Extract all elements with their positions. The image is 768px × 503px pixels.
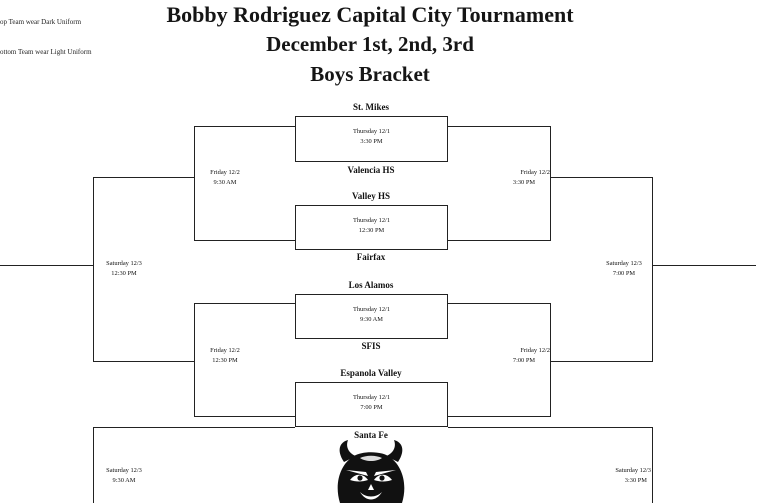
bracket-line xyxy=(93,427,95,503)
left-label-4-time: 9:30 AM xyxy=(112,477,136,484)
game-3-time: 9:30 AM xyxy=(360,316,383,323)
bracket-line xyxy=(194,303,295,305)
bracket-line xyxy=(448,427,653,429)
right-label-4: Saturday 12/3 3:30 PM xyxy=(597,466,651,486)
bracket-line xyxy=(652,427,654,503)
team-st-mikes: St. Mikes xyxy=(353,102,389,112)
bracket-line xyxy=(448,240,551,242)
bracket-line xyxy=(652,265,756,267)
right-label-3-time: 7:00 PM xyxy=(612,270,636,277)
bracket-line xyxy=(448,303,551,305)
bracket-line xyxy=(448,416,551,418)
bracket-line xyxy=(194,240,295,242)
game-4-day: Thursday 12/1 xyxy=(352,394,391,401)
bracket-line xyxy=(93,177,194,179)
team-valley-hs: Valley HS xyxy=(352,191,390,201)
team-sfis: SFIS xyxy=(361,341,381,351)
bracket-line xyxy=(0,265,93,267)
right-label-2-day: Friday 12/2 xyxy=(520,347,550,354)
right-label-3-day: Saturday 12/3 xyxy=(606,260,642,267)
bracket-title: Boys Bracket xyxy=(310,62,430,86)
bracket-line xyxy=(93,361,194,363)
bracket-line xyxy=(194,126,295,128)
bracket-line xyxy=(550,303,552,417)
left-label-2: Friday 12/2 12:30 PM xyxy=(200,346,250,366)
game-1-day: Thursday 12/1 xyxy=(352,128,391,135)
left-label-1-day: Friday 12/2 xyxy=(210,169,240,176)
left-label-2-day: Friday 12/2 xyxy=(210,347,240,354)
game-2-day: Thursday 12/1 xyxy=(352,217,391,224)
tournament-title: Bobby Rodriguez Capital City Tournament xyxy=(166,2,574,27)
bracket-line xyxy=(194,416,295,418)
team-valencia-hs: Valencia HS xyxy=(347,165,395,175)
bracket-line xyxy=(93,177,95,362)
bracket-line xyxy=(550,361,653,363)
game-4-time: 7:00 PM xyxy=(360,404,383,411)
game-box-3: Thursday 12/1 9:30 AM xyxy=(295,294,448,339)
right-label-4-time: 3:30 PM xyxy=(624,477,647,484)
game-box-1: Thursday 12/1 3:30 PM xyxy=(295,116,448,162)
bracket-line xyxy=(652,177,654,362)
uniform-note-top: op Team wear Dark Uniform xyxy=(0,18,82,26)
left-label-3: Saturday 12/3 12:30 PM xyxy=(95,259,153,279)
bracket-line xyxy=(550,126,552,241)
team-fairfax: Fairfax xyxy=(356,252,386,262)
game-3-day: Thursday 12/1 xyxy=(352,306,391,313)
devil-mascot-icon xyxy=(337,440,405,503)
team-santa-fe: Santa Fe xyxy=(354,430,388,440)
bracket-line xyxy=(550,177,653,179)
left-label-3-time: 12:30 PM xyxy=(111,270,137,277)
left-label-3-day: Saturday 12/3 xyxy=(106,260,142,267)
bracket-line xyxy=(448,126,551,128)
team-espanola-valley: Espanola Valley xyxy=(340,368,402,378)
game-2-time: 12:30 PM xyxy=(358,227,385,234)
left-label-4: Saturday 12/3 9:30 AM xyxy=(95,466,153,486)
right-label-2-time: 7:00 PM xyxy=(512,357,536,364)
bracket-line xyxy=(93,427,295,429)
right-label-1: Friday 12/2 3:30 PM xyxy=(498,168,550,188)
right-label-4-day: Saturday 12/3 xyxy=(615,467,651,474)
left-label-1: Friday 12/2 9:30 AM xyxy=(200,168,250,188)
game-box-4: Thursday 12/1 7:00 PM xyxy=(295,382,448,427)
bracket-line xyxy=(194,126,196,241)
right-label-3: Saturday 12/3 7:00 PM xyxy=(597,259,651,279)
right-label-2: Friday 12/2 7:00 PM xyxy=(498,346,550,366)
left-label-2-time: 12:30 PM xyxy=(212,357,238,364)
left-label-4-day: Saturday 12/3 xyxy=(106,467,142,474)
right-label-1-time: 3:30 PM xyxy=(512,179,536,186)
right-label-1-day: Friday 12/2 xyxy=(520,169,550,176)
left-label-1-time: 9:30 AM xyxy=(213,179,237,186)
bracket-line xyxy=(194,303,196,417)
team-los-alamos: Los Alamos xyxy=(348,280,394,290)
game-box-2: Thursday 12/1 12:30 PM xyxy=(295,205,448,250)
game-1-time: 3:30 PM xyxy=(360,138,383,145)
uniform-note-bottom: ottom Team wear Light Uniform xyxy=(0,48,92,56)
tournament-dates: December 1st, 2nd, 3rd xyxy=(266,32,474,56)
